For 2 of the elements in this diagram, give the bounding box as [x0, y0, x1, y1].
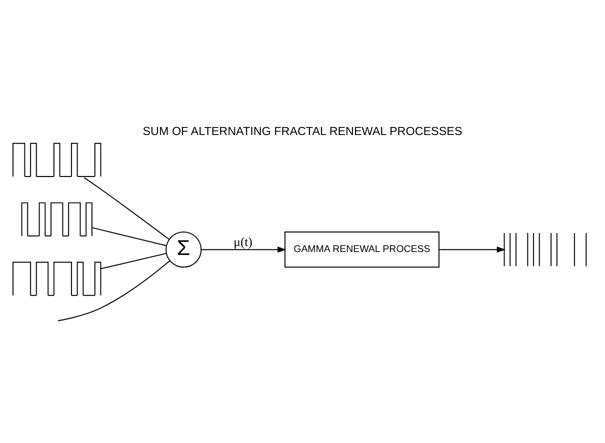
diagram-title: SUM OF ALTERNATING FRACTAL RENEWAL PROCESSES [142, 125, 462, 138]
edge-label: μ(t) [234, 235, 252, 250]
